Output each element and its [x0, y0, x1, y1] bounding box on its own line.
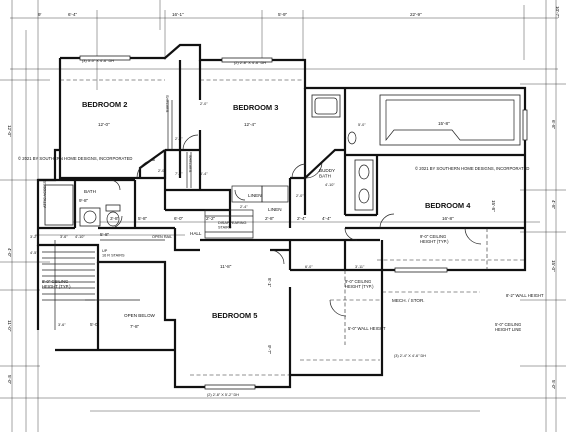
dim-top-1: 9' [38, 12, 42, 17]
copyright-left: © 2021 BY SOUTHERN HOME DESIGNS, INCORPO… [18, 156, 132, 161]
dim-closet-6: 3'-11" [355, 265, 365, 269]
stair-treads [42, 239, 165, 330]
dim-open-w2: 5'-0" [90, 322, 100, 327]
bedroom4-label: BEDROOM 4 [425, 201, 471, 210]
dim-open-w: 7'-8" [130, 324, 140, 329]
hall-label: HALL [190, 231, 202, 236]
dim-b4-w: 16'-8" [442, 216, 454, 221]
dim-top-2: 6'-4" [68, 12, 78, 17]
dim-hall-4: 2'-8" [265, 216, 275, 221]
dim-right-1: 6'-8" [551, 120, 556, 130]
dim-b2-w: 12'-0" [98, 122, 110, 127]
window-b5-note: (2) 2'-8" X 5'-2" DH [207, 393, 239, 397]
dim-top-5: 22'-9" [410, 12, 422, 17]
dim-closet-5: 6'-0" [305, 265, 313, 269]
dim-right-2: 15'-0" [551, 260, 556, 272]
dim-hall-5: 2'-4" [297, 216, 307, 221]
dim-b5-w: 11'-8" [220, 264, 232, 269]
linen1-label: LINEN [248, 193, 262, 198]
ceiling-lines [60, 79, 525, 376]
bedroom5-label: BEDROOM 5 [212, 311, 257, 320]
window-b2-note: (3) 3'-0" X 4'-6" DH [82, 59, 114, 63]
dim-right-3: 4'-8" [551, 200, 556, 210]
dim-top-3: 16'-1" [172, 12, 184, 17]
dim-hall-2: 6'-0" [174, 216, 184, 221]
dim-closet-1: 2'-0" [200, 102, 208, 106]
dim-left-2: 4'-0" [7, 248, 12, 258]
bath-label: BATH [84, 189, 96, 194]
windows [79, 55, 528, 390]
dim-b4-closet2: 4'-10" [325, 183, 335, 187]
room-labels: BEDROOM 2 BEDROOM 3 BEDROOM 4 BEDROOM 5 … [82, 95, 471, 320]
attic-access-note: ATTIC ACCESS [43, 180, 47, 208]
dim-stair-w3: 4'-10" [75, 235, 85, 239]
dim-right-top: 10'-7" [555, 6, 560, 18]
dim-right-4: 5'-0" [551, 380, 556, 390]
dim-b4-h: 15'-8" [491, 200, 496, 212]
dim-b5-h: 9'-7" [267, 345, 272, 355]
dim-tiny-left2: 4'-5" [30, 251, 38, 255]
dim-bath-h: 5'-8" [100, 232, 110, 237]
knee-wall-note-1: 5'-0" WALL HEIGHT [348, 326, 386, 331]
window-mech-note: (3) 2'-4" X 4'-6" DH [394, 354, 426, 358]
notes: © 2021 BY SOUTHERN HOME DESIGNS, INCORPO… [18, 59, 544, 397]
linen2-label: LINEN [268, 207, 282, 212]
open-rail-note: OPEN RAIL [152, 235, 172, 239]
dim-closet-4: 2'-0" [296, 194, 304, 198]
dim-top-4: 5'-9" [278, 12, 288, 17]
fixtures [44, 94, 521, 239]
window-b3-note: (2) 2'-8" X 4'-6" DH [234, 61, 266, 65]
dim-stair-w: 3'-6" [60, 235, 68, 239]
dim-bath-w: 9'-8" [79, 198, 89, 203]
dim-hall-3: 3'-8" [110, 216, 120, 221]
dim-left-3: 11'-0" [7, 320, 12, 332]
open-below-label: OPEN BELOW [124, 313, 156, 318]
walls [36, 43, 527, 389]
door-swings [109, 134, 482, 317]
dim-b4-closet: 5'-0" [358, 123, 366, 127]
copyright-right: © 2021 BY SOUTHERN HOME DESIGNS, INCORPO… [415, 166, 529, 171]
mech-label: MECH. / STOR. [392, 298, 425, 303]
knee-wall-note-2: 8'-2" WALL HEIGHT [506, 293, 544, 298]
dim-closet-2: 2'-0" [158, 169, 166, 173]
dim-left-1: 12'-0" [7, 125, 12, 137]
bedroom2-label: BEDROOM 2 [82, 100, 127, 109]
dim-stair-w2: 3'-6" [58, 323, 66, 327]
dim-b5-h2: 8'-1" [267, 278, 272, 288]
dim-closet-3: 2'-4" [240, 205, 248, 209]
dim-tiny-left: 3'-2" [30, 235, 38, 239]
dim-hall-6: 2'-2" [206, 216, 216, 221]
dim-b3-closet2: 7'-2" [175, 172, 183, 176]
dim-hall-7: 4'-4" [322, 216, 332, 221]
dimension-texts: 9' 6'-4" 16'-1" 5'-9" 22'-9" 10'-7" 12'-… [7, 6, 560, 390]
shelves1-label: SHELVES [165, 95, 169, 113]
dim-b3-w: 12'-4" [244, 122, 256, 127]
bedroom3-label: BEDROOM 3 [233, 103, 278, 112]
dim-b3-closet3: 6'-4" [200, 172, 208, 176]
dim-hall-1: 5'-8" [138, 216, 148, 221]
dim-left-4: 5'-0" [7, 375, 12, 385]
dim-b4-bath: 15'-8" [438, 121, 450, 126]
dim-b3-closet: 2'-6" [175, 137, 183, 141]
shelves2-label: SHELVES [188, 155, 192, 173]
